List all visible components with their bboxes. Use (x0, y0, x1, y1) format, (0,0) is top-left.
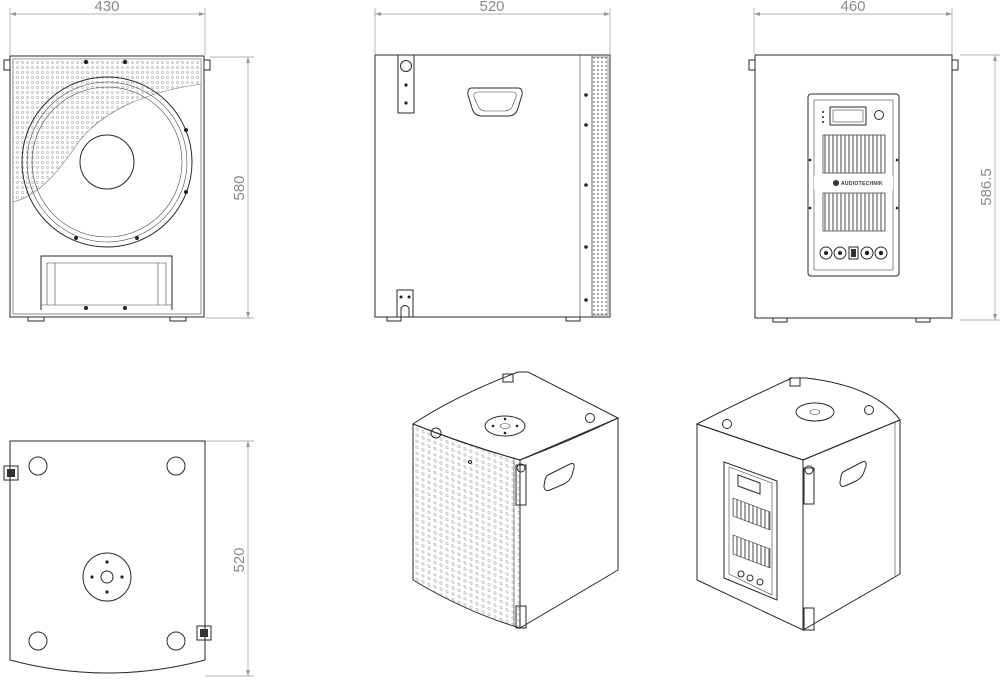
isometric-rear-view (695, 377, 901, 631)
front-height-dimension: 580 (205, 56, 254, 319)
brand-logo-text: AUDIOTECHNIK (841, 181, 883, 187)
amp-knob (874, 110, 884, 120)
side-grill-strip (591, 56, 609, 316)
rear-height-dimension: 586.5 (960, 54, 1000, 321)
iso-amplifier-panel (723, 461, 778, 601)
front-port (40, 255, 173, 310)
front-width-label: 430 (94, 0, 119, 15)
iso-front-side (519, 417, 619, 629)
front-left-bracket (3, 59, 10, 71)
rear-height-label: 586.5 (978, 168, 995, 206)
amplifier-panel: AUDIOTECHNIK (807, 93, 900, 277)
side-width-dimension: 520 (374, 0, 611, 54)
bottom-foot-bl (28, 631, 48, 651)
bottom-bracket-right (196, 625, 212, 641)
front-width-dimension: 430 (9, 0, 206, 55)
brand-logo: AUDIOTECHNIK (833, 180, 883, 187)
front-grill (12, 58, 202, 203)
isometric-front-view (411, 371, 620, 629)
bottom-foot-tr (166, 456, 186, 476)
amp-heatsink-upper (822, 134, 886, 174)
bottom-cabinet-outline (9, 440, 206, 674)
bottom-foot-tl (28, 456, 48, 476)
side-handle (467, 87, 523, 117)
iso-rear-top (695, 377, 901, 461)
bottom-pole-mount (82, 552, 132, 602)
bottom-depth-dimension: 520 (205, 440, 254, 677)
iso-rear-side (802, 419, 901, 631)
side-view: 520 (374, 0, 611, 322)
rear-width-label: 460 (840, 0, 865, 15)
amp-connectors (819, 246, 888, 260)
bottom-depth-label: 520 (231, 547, 248, 572)
front-view: 430 580 (3, 0, 254, 322)
bottom-bracket-left (3, 465, 19, 481)
amp-display (829, 106, 867, 126)
side-width-label: 520 (479, 0, 504, 15)
iso-front-grill (412, 423, 521, 629)
bottom-view: 520 (3, 440, 254, 677)
front-height-label: 580 (231, 175, 248, 200)
iso-rear-back (696, 423, 804, 631)
iso-rear-handle (839, 461, 867, 487)
amp-heatsink-lower (822, 192, 886, 232)
front-right-bracket (204, 59, 211, 71)
rear-view: 460 586.5 (748, 0, 1000, 323)
side-cabinet-outline (374, 54, 611, 318)
bottom-foot-br (166, 631, 186, 651)
iso-front-handle (543, 463, 575, 491)
front-woofer (21, 76, 193, 248)
rear-cabinet-outline (754, 54, 953, 319)
side-fly-bracket-bottom (396, 289, 414, 318)
rear-width-dimension: 460 (753, 0, 953, 54)
side-fly-bracket-top (397, 54, 415, 114)
front-cabinet-outline (9, 55, 205, 318)
